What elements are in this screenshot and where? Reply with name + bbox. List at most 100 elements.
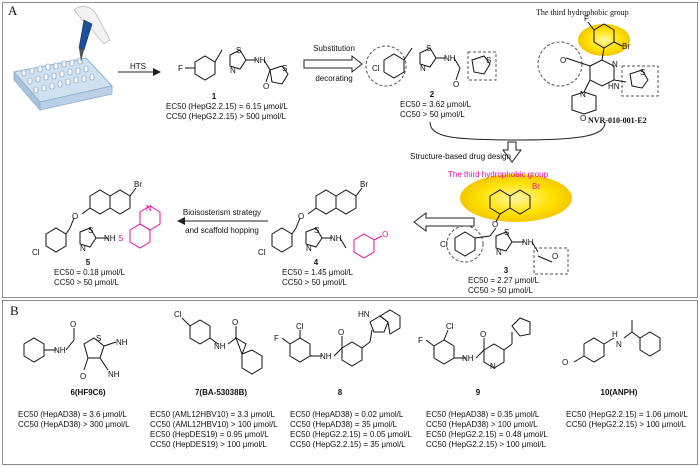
atom-o-4b: O [382,230,389,239]
atom-o-2: O [453,80,460,89]
b6-atom-o: O [70,320,77,329]
b-compound-9-line3: EC50 (HepG2.2.15) = 0.48 μmol/L [426,430,548,439]
atom-s-nvr: S [640,68,646,77]
b7-atom-cl: Cl [174,310,182,319]
nvr-name: NVR-010-001-E2 [588,116,647,125]
atom-n-4: N [306,244,312,253]
atom-n-5b: N [146,204,152,213]
nvr-structure [537,21,659,115]
compound-4-id: 4 [313,258,319,267]
b-compound-6-id: 6(HF9C6) [70,388,106,397]
substitution-label-1: Substitution [313,44,355,53]
atom-br-3: Br [532,182,540,191]
b6-atom-o2: O [80,372,87,381]
atom-nh-3: NH [522,238,534,247]
b6-atom-nh2: NH [116,338,128,347]
b9-atom-o: O [480,330,487,339]
b9-atom-f: F [418,336,423,345]
compound-3-structure [446,174,572,275]
atom-f-nvr: F [584,14,589,23]
atom-n-2: N [420,64,426,73]
hts-label: HTS [130,62,146,71]
compound-5-ec50: EC50 = 0.18 μmol/L [54,268,126,277]
b-compound-7-id: 7(BA-53038B) [194,388,248,397]
b8-atom-hn: HN [358,310,370,319]
atom-o-4: O [298,212,305,221]
b9-atom-cl: Cl [446,322,454,331]
compound-1-structure [185,49,289,85]
b-compound-7-line4: CC50 (HepDES19) > 100 μmol/L [150,440,267,449]
b-compound-10-id: 10(ANPH) [600,388,638,397]
compound-3-id: 3 [503,266,509,275]
compound-3-cc50: CC50 > 50 μmol/L [468,286,533,295]
atom-nh-1: NH [254,56,266,65]
compound-9-structure [425,317,531,369]
compound-4-cc50: CC50 > 50 μmol/L [282,278,347,287]
panel-b-label: B [10,303,19,318]
compound-7-structure [181,317,263,375]
panel-a-label: A [8,3,18,18]
compound-1-id: 1 [211,92,217,101]
b-compound-8-id: 8 [337,388,343,397]
b7-atom-nh: NH [214,342,226,351]
atom-s-2b: S [486,56,492,65]
b-compound-8-line2: CC50 (HepAD38) = 35 μmol/L [290,420,398,429]
b7-atom-o: O [232,318,239,327]
atom-br-nvr: Br [622,42,630,51]
b-compound-9-id: 9 [475,388,481,397]
atom-o-1: O [263,82,270,91]
compound-5-cc50: CC50 > 50 μmol/L [54,278,119,287]
b-compound-7-line2: CC50 (AML12HBV10) > 100 μmol/L [150,420,278,429]
well-plate-illustration [13,6,113,112]
panel-a-frame [2,2,698,298]
compound-6-structure [23,328,117,371]
b-compound-8-line3: EC50 (HepG2.2.15) = 0.05 μmol/L [290,430,412,439]
b6-atom-nh: NH [54,346,66,355]
compound-2-ec50: EC50 = 3.62 μmol/L [400,100,472,109]
atom-o-nvr: O [560,56,567,65]
sbdd-label: Structure-based drug design [410,152,511,161]
b-compound-10-line1: EC50 (HepG2.2.15) = 1.06 μmol/L [566,410,688,419]
atom-n-1: N [230,66,236,75]
b-compound-6-line2: CC50 (HepAD38) > 300 μmol/L [18,420,130,429]
compound-5-id: 5 [85,258,91,267]
bioisosterism-label-1: Bioisosterism strategy [182,208,262,217]
atom-n-3: N [496,248,502,257]
atom-cl-2: Cl [372,64,380,73]
b-compound-10-line2: CC50 (HepG2.2.15) > 100 μmol/L [566,420,687,429]
atom-hn-nvr: HN [608,82,620,91]
b-compound-8-line1: EC50 (HepAD38) = 0.02 μmol/L [290,410,404,419]
atom-s-3: S [504,228,510,237]
bioisosterism-label-2: and scaffold hopping [185,226,259,235]
atom-n-nvr: N [612,60,618,69]
panel-b-frame [2,300,698,465]
b-compound-8-line4: CC50 (HepG2.2.15) = 35 μmol/L [290,440,406,449]
b10-atom-h: H [612,330,618,339]
atom-br-5: Br [134,180,142,189]
b10-atom-n: N [616,340,622,349]
compound-1-ec50: EC50 (HepG2.2.15) = 6.15 μmol/L [166,102,288,111]
atom-nh-4: NH [330,234,342,243]
b-compound-7-line3: EC50 (HepDES19) = 0.95 μmol/L [150,430,269,439]
substitution-label-2: decorating [315,74,353,83]
compound-8-structure [281,309,401,367]
b-compound-6-line1: EC50 (HepAD38) = 3.6 μmol/L [18,410,127,419]
atom-o-5: O [72,212,79,221]
atom-s-1: S [236,46,242,55]
b-compound-7-line1: EC50 (AML12HBV10) = 3.3 μmol/L [150,410,275,419]
atom-s-4: S [314,226,320,235]
compound-3-ec50: EC50 = 2.27 μmol/L [468,276,540,285]
compound-4-ec50: EC50 = 1.45 μmol/L [282,268,354,277]
b-compound-9-line1: EC50 (HepAD38) = 0.35 μmol/L [426,410,540,419]
b6-atom-s: S [96,334,102,343]
atom-s-1b: S [282,64,288,73]
compound-2-structure [365,45,497,87]
atom-n-5: N [80,244,86,253]
atom-f-1: F [178,64,183,73]
atom-s-5: S [88,226,94,235]
compound-1-cc50: CC50 (HepG2.2.15) > 500 μmol/L [166,112,287,121]
b9-atom-nh: NH [462,354,474,363]
atom-o-3b: O [552,252,559,261]
